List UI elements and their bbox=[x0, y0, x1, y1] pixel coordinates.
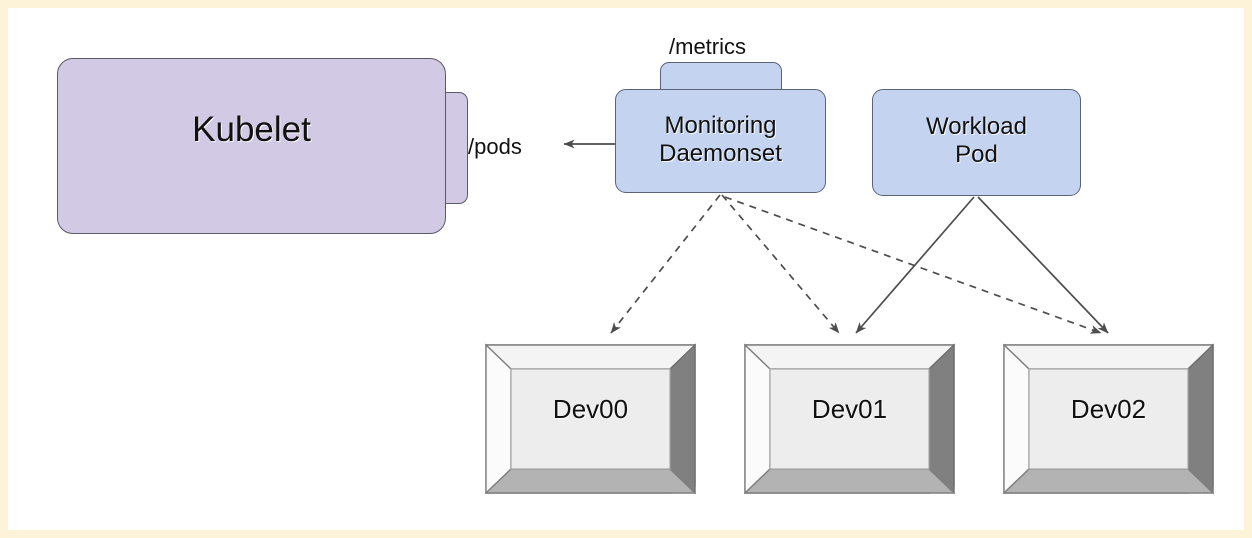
node-device-dev00[interactable]: Dev00 bbox=[485, 337, 696, 494]
node-device-dev02[interactable]: Dev02 bbox=[1003, 337, 1214, 494]
kubelet-label: Kubelet bbox=[192, 110, 311, 149]
device-box-shape-icon bbox=[744, 343, 955, 494]
edge-label-pods: /pods bbox=[468, 134, 522, 159]
node-kubelet[interactable]: Kubelet bbox=[57, 58, 446, 234]
device-box-shape-icon bbox=[1003, 343, 1214, 494]
edge-monitoring-to-dev01 bbox=[721, 194, 840, 334]
node-device-dev01[interactable]: Dev01 bbox=[744, 337, 955, 494]
diagram-canvas: Kubelet /pods /metrics Monitoring Daemon… bbox=[8, 8, 1244, 530]
edge-monitoring-to-dev00 bbox=[610, 194, 721, 334]
edge-label-metrics: /metrics bbox=[669, 34, 746, 59]
node-workload-pod[interactable]: Workload Pod bbox=[872, 89, 1081, 196]
edge-workload-to-dev02 bbox=[977, 196, 1109, 334]
device-box-shape-icon bbox=[485, 343, 696, 494]
monitoring-daemonset-label: Monitoring Daemonset bbox=[659, 112, 782, 168]
workload-pod-label: Workload Pod bbox=[926, 113, 1027, 169]
edge-monitoring-to-dev02 bbox=[724, 196, 1102, 334]
node-monitoring-daemonset[interactable]: Monitoring Daemonset bbox=[615, 89, 826, 193]
edge-workload-to-dev01 bbox=[855, 196, 975, 334]
